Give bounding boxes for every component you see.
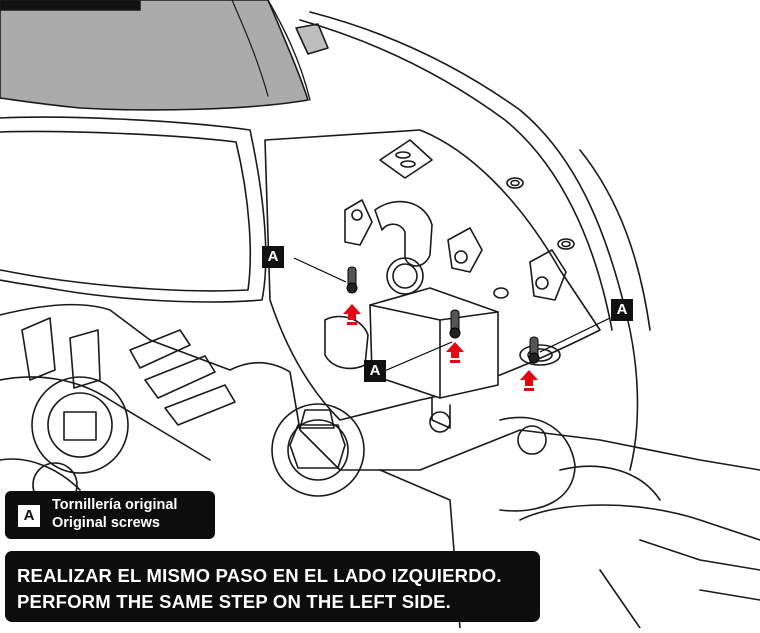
hose — [374, 200, 433, 267]
dash-frame — [0, 116, 267, 303]
mount-tab — [295, 23, 329, 55]
legend-box: A Tornillería original Original screws — [5, 491, 215, 539]
note-es: REALIZAR EL MISMO PASO EN EL LADO IZQUIE… — [17, 565, 502, 586]
screw-group-right — [520, 336, 540, 391]
black-corner — [0, 0, 141, 11]
note-en: PERFORM THE SAME STEP ON THE LEFT SIDE. — [17, 591, 452, 612]
legend-key: A — [18, 505, 40, 527]
windscreen — [0, 0, 309, 111]
steering-nut — [271, 403, 365, 497]
triple-clamp — [0, 303, 760, 471]
callout-a-right: A — [611, 299, 633, 321]
instruction-note: REALIZAR EL MISMO PASO EN EL LADO IZQUIE… — [5, 551, 540, 622]
legend-label-es: Tornillería original — [52, 497, 178, 513]
fork-cap-left — [31, 376, 129, 474]
callout-a-center: A — [364, 360, 386, 382]
fairing-outline — [309, 11, 639, 471]
bracket-plate — [264, 129, 601, 421]
legend-label-en: Original screws — [52, 515, 160, 531]
reservoir — [369, 287, 499, 399]
screw-group-center — [446, 309, 464, 363]
callout-a-left: A — [262, 246, 284, 268]
screw-group-left — [343, 266, 361, 325]
